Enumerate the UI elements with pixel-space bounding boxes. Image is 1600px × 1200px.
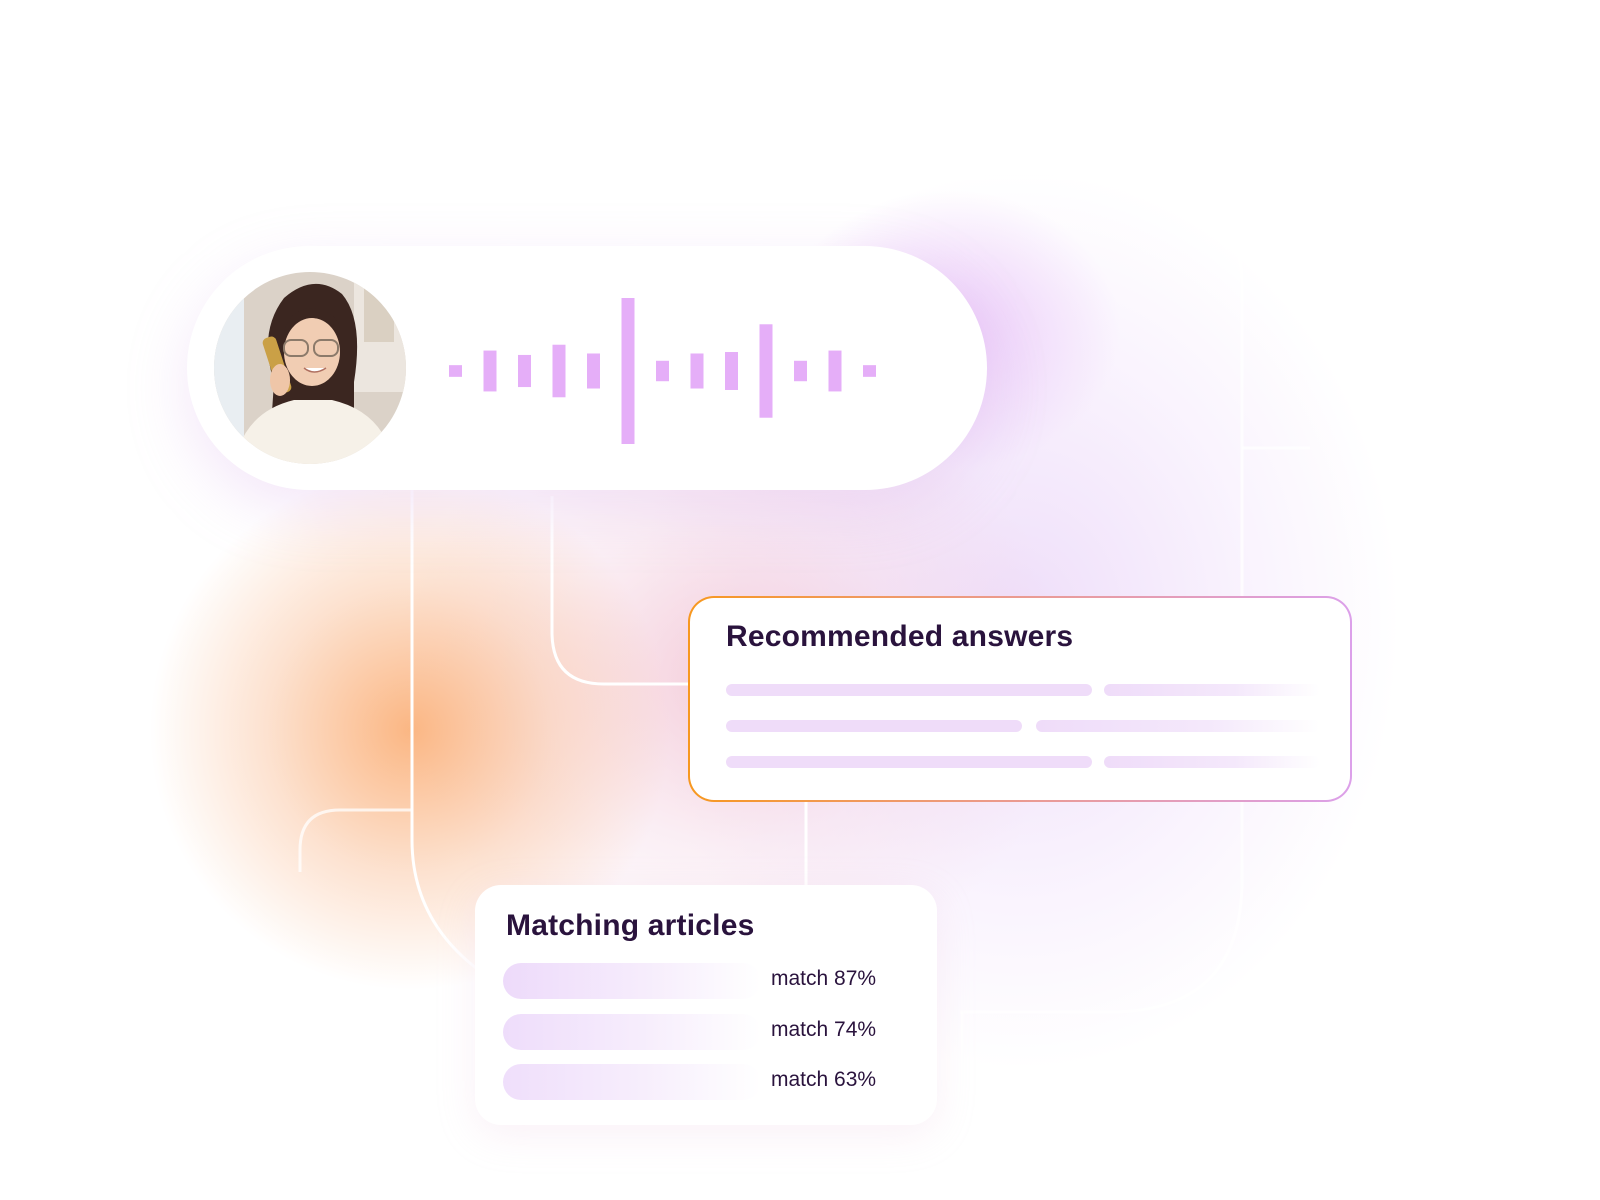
waveform-bar <box>656 360 669 382</box>
waveform-bar <box>518 354 531 388</box>
answer-line-3b <box>1104 756 1320 768</box>
pill-to-articles-line <box>410 490 477 970</box>
answer-line-1a <box>726 684 1092 696</box>
outer-frame-line <box>458 176 1244 1014</box>
matching-articles-title: Matching articles <box>506 909 755 942</box>
left-branch-line <box>298 808 412 872</box>
waveform-bar <box>621 298 635 444</box>
waveform-bar <box>690 353 704 389</box>
article-row[interactable]: match 87% <box>503 963 903 999</box>
waveform-bar <box>794 360 807 382</box>
caller-avatar-photo-icon <box>214 272 406 464</box>
match-bar <box>503 1014 761 1050</box>
article-row[interactable]: match 63% <box>503 1064 903 1100</box>
waveform-bar <box>552 344 566 398</box>
article-row[interactable]: match 74% <box>503 1014 903 1050</box>
match-label: match 74% <box>771 1018 877 1041</box>
answer-line-1b <box>1104 684 1320 696</box>
answer-line-2a <box>726 720 1022 732</box>
waveform-bar <box>863 365 876 377</box>
pill-to-answers-line <box>550 496 690 686</box>
match-bar <box>503 963 761 999</box>
match-label: match 63% <box>771 1068 877 1091</box>
match-bar <box>503 1064 761 1100</box>
answer-line-2b <box>1036 720 1320 732</box>
voice-waveform-icon <box>449 298 876 444</box>
waveform-bar <box>449 365 462 377</box>
waveform-bar <box>828 350 842 392</box>
recommended-answers-card: Recommended answers <box>688 596 1352 802</box>
waveform-bar <box>759 324 773 418</box>
waveform-bar <box>725 352 738 390</box>
waveform-bar <box>483 350 497 392</box>
call-pill <box>187 246 987 490</box>
caller-avatar <box>214 272 406 464</box>
answer-line-3a <box>726 756 1092 768</box>
match-label: match 87% <box>771 967 877 990</box>
matching-articles-card: Matching articles match 87% match 74% ma… <box>475 885 937 1125</box>
waveform-bar <box>587 353 600 389</box>
recommended-answers-title: Recommended answers <box>726 620 1074 653</box>
